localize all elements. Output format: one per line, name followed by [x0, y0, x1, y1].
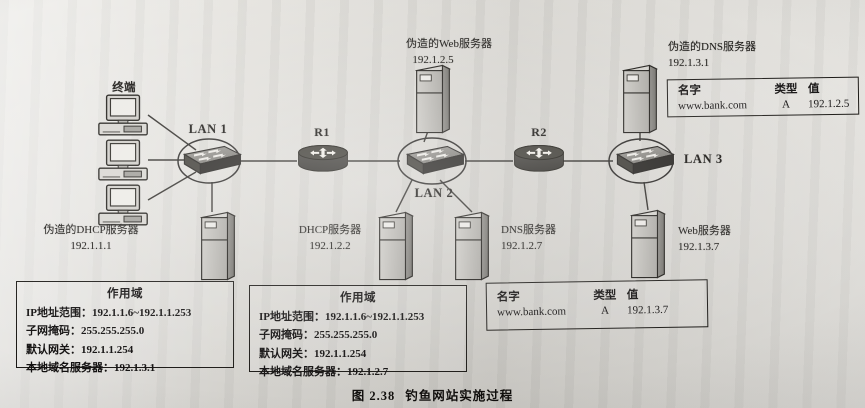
fake-web-server-label: 伪造的Web服务器 [406, 38, 492, 50]
dhcp-scope-range: IP地址范围：192.1.1.6~192.1.1.253 [259, 310, 425, 323]
web-server-icon[interactable] [631, 209, 665, 279]
dhcp-scope-box: 作用域 IP地址范围：192.1.1.6~192.1.1.253 子网掩码：25… [249, 285, 467, 378]
figure-caption: 图 2.38 钓鱼网站实施过程 [0, 385, 865, 404]
dns-server-ip: 192.1.2.7 [501, 240, 543, 252]
fake-dhcp-scope-dns: 本地域名服务器：192.1.3.1 [26, 362, 156, 374]
lan3-label: LAN 3 [684, 152, 723, 166]
dhcp-server-icon[interactable] [379, 211, 413, 281]
fake-dhcp-scope-title: 作用域 [107, 288, 143, 300]
real-dns-cell-type: A [601, 304, 610, 317]
fake-dhcp-server-icon[interactable] [201, 211, 235, 281]
lan1-label: LAN 1 [188, 122, 228, 136]
terminal-label: 终端 [112, 82, 136, 94]
fake-dns-header-name: 名字 [677, 84, 701, 98]
dhcp-scope-dns: 本地域名服务器：192.1.2.7 [259, 366, 389, 378]
figure-number: 图 2.38 [351, 389, 396, 403]
fake-dns-cell-name: www.bank.com [678, 99, 748, 113]
fake-dns-header-type: 类型 [774, 83, 798, 96]
fake-web-server-icon[interactable] [416, 64, 450, 134]
lan2-boundary [397, 137, 467, 185]
dhcp-scope-gateway: 默认网关：192.1.1.254 [259, 347, 367, 360]
terminal-pc-2[interactable] [98, 139, 148, 181]
web-server-ip: 192.1.3.7 [678, 241, 720, 253]
fake-dns-cell-type: A [782, 98, 791, 111]
lan2-label: LAN 2 [414, 186, 454, 200]
real-dns-header-type: 类型 [593, 289, 617, 303]
terminal-pc-3[interactable] [98, 184, 148, 226]
fake-dhcp-scope-mask: 子网掩码：255.255.255.0 [26, 325, 145, 337]
real-dns-cell-value: 192.1.3.7 [626, 303, 669, 317]
lan1-switch-icon[interactable] [183, 145, 241, 175]
router-r2-label: R2 [531, 125, 547, 139]
fake-dns-header-value: 值 [807, 83, 820, 96]
fake-dns-server-ip: 192.1.3.1 [668, 57, 710, 69]
dhcp-server-ip: 192.1.2.2 [309, 240, 351, 252]
diagram-links [147, 114, 649, 213]
dhcp-server-label: DHCP服务器 [298, 224, 362, 236]
router-r1-label: R1 [314, 125, 330, 139]
real-dns-cell-name: www.bank.com [497, 305, 567, 319]
figure-title: 钓鱼网站实施过程 [405, 389, 514, 403]
dns-server-icon[interactable] [455, 211, 489, 281]
dns-server-label: DNS服务器 [501, 224, 557, 236]
terminal-pc-1[interactable] [98, 94, 148, 136]
router-r1-icon[interactable] [297, 144, 349, 172]
fake-dns-table-row: www.bank.com A 192.1.2.5 [668, 96, 858, 113]
real-dns-header-name: 名字 [496, 291, 520, 304]
fake-dns-record-table: 名字 类型 值 www.bank.com A 192.1.2.5 [666, 76, 860, 118]
real-dns-header-value: 值 [626, 289, 639, 302]
web-server-label: Web服务器 [678, 225, 731, 237]
real-dns-record-table: 名字 类型 值 www.bank.com A 192.1.3.7 [485, 279, 709, 331]
lan2-switch-icon[interactable] [406, 145, 464, 175]
fake-dhcp-scope-range: IP地址范围：192.1.1.6~192.1.1.253 [26, 306, 192, 319]
fake-dns-cell-value: 192.1.2.5 [808, 97, 850, 111]
fake-dhcp-server-label: 伪造的DHCP服务器 [43, 224, 139, 236]
lan3-switch-icon[interactable] [616, 145, 674, 175]
fake-web-server-ip: 192.1.2.5 [412, 54, 454, 66]
fake-dhcp-scope-gateway: 默认网关：192.1.1.254 [26, 343, 134, 356]
dhcp-scope-title: 作用域 [340, 292, 376, 304]
fake-dns-server-icon[interactable] [623, 64, 657, 134]
dhcp-scope-mask: 子网掩码：255.255.255.0 [259, 329, 378, 341]
fake-dhcp-server-ip: 192.1.1.1 [70, 240, 112, 252]
fake-dhcp-scope-box: 作用域 IP地址范围：192.1.1.6~192.1.1.253 子网掩码：25… [16, 281, 234, 374]
router-r2-icon[interactable] [513, 144, 565, 172]
fake-dns-server-label: 伪造的DNS服务器 [668, 41, 757, 53]
